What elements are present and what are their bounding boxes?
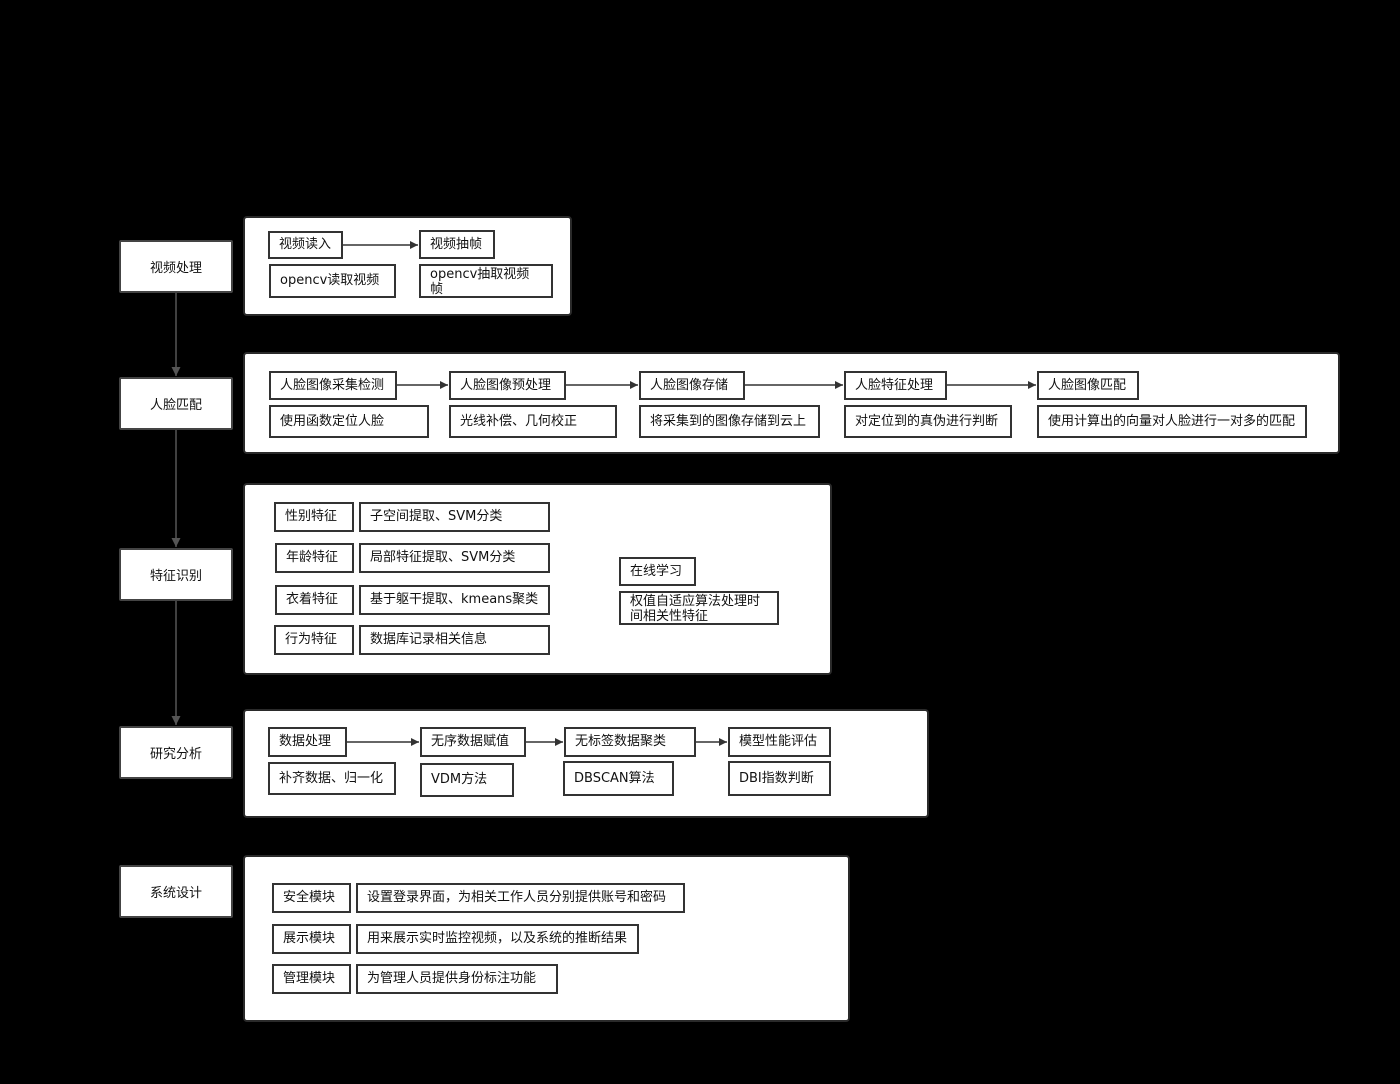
stage-feature[interactable]: 特征识别 (119, 548, 233, 601)
system-row-2-desc: 用来展示实时监控视频，以及系统的推断结果 (367, 931, 628, 946)
face-step-3-desc-box[interactable]: 将采集到的图像存储到云上 (639, 405, 820, 438)
video-frame-label: 视频抽帧 (430, 236, 483, 252)
stage-system[interactable]: 系统设计 (119, 865, 233, 918)
feature-row-3-label: 衣着特征 (286, 592, 339, 607)
online-learning-label: 在线学习 (630, 563, 683, 579)
video-frame-desc: opencv抽取视频帧 (430, 267, 530, 297)
system-row-2-desc-box[interactable]: 用来展示实时监控视频，以及系统的推断结果 (356, 924, 639, 954)
research-step-3-desc-box[interactable]: DBSCAN算法 (563, 761, 674, 796)
research-step-1-desc: 补齐数据、归一化 (279, 770, 384, 786)
online-learning-desc-box[interactable]: 权值自适应算法处理时间相关性特征 (619, 591, 779, 625)
face-step-4-label: 人脸特征处理 (855, 377, 934, 393)
face-step-4-desc: 对定位到的真伪进行判断 (855, 413, 999, 429)
stage-research-label: 研究分析 (149, 747, 202, 762)
face-step-3-desc: 将采集到的图像存储到云上 (650, 413, 807, 429)
research-step-2-desc-box[interactable]: VDM方法 (420, 763, 514, 797)
feature-row-4-label-box[interactable]: 行为特征 (274, 625, 354, 655)
system-row-3-label-box[interactable]: 管理模块 (272, 964, 351, 994)
research-step-4-label: 模型性能评估 (739, 734, 818, 749)
feature-row-1-label-box[interactable]: 性别特征 (274, 502, 354, 532)
feature-row-2-label-box[interactable]: 年龄特征 (275, 543, 354, 573)
feature-row-1-label: 性别特征 (285, 509, 338, 524)
research-step-2-label: 无序数据赋值 (431, 734, 510, 749)
feature-row-2-desc: 局部特征提取、SVM分类 (370, 550, 516, 565)
research-step-4-desc-box[interactable]: DBI指数判断 (728, 761, 831, 796)
face-step-1[interactable]: 人脸图像采集检测 (269, 371, 397, 400)
stage-video-label: 视频处理 (149, 261, 202, 276)
research-step-3-desc: DBSCAN算法 (574, 770, 655, 786)
research-step-1-desc-box[interactable]: 补齐数据、归一化 (268, 762, 396, 795)
system-row-1-label: 安全模块 (283, 890, 336, 905)
research-step-4-desc: DBI指数判断 (739, 770, 814, 786)
stage-video[interactable]: 视频处理 (119, 240, 233, 293)
face-step-1-label: 人脸图像采集检测 (280, 377, 385, 393)
face-step-5-label: 人脸图像匹配 (1048, 377, 1127, 393)
stage-research[interactable]: 研究分析 (119, 726, 233, 779)
face-step-4[interactable]: 人脸特征处理 (844, 371, 947, 400)
stage-feature-label: 特征识别 (149, 569, 202, 584)
video-read-box[interactable]: 视频读入 (268, 231, 343, 259)
feature-row-1-desc: 子空间提取、SVM分类 (370, 509, 503, 524)
face-step-5-desc-box[interactable]: 使用计算出的向量对人脸进行一对多的匹配 (1037, 405, 1307, 438)
feature-row-2-desc-box[interactable]: 局部特征提取、SVM分类 (359, 543, 550, 573)
feature-row-4-desc: 数据库记录相关信息 (370, 632, 488, 647)
online-learning-box[interactable]: 在线学习 (619, 557, 696, 586)
feature-row-1-desc-box[interactable]: 子空间提取、SVM分类 (359, 502, 550, 532)
face-step-2-desc-box[interactable]: 光线补偿、几何校正 (449, 405, 617, 438)
system-row-2-label-box[interactable]: 展示模块 (272, 924, 351, 954)
system-row-1-label-box[interactable]: 安全模块 (272, 883, 351, 913)
face-step-3[interactable]: 人脸图像存储 (639, 371, 745, 400)
research-step-4[interactable]: 模型性能评估 (728, 727, 831, 757)
system-row-1-desc-box[interactable]: 设置登录界面，为相关工作人员分别提供账号和密码 (356, 883, 685, 913)
research-step-1[interactable]: 数据处理 (268, 727, 347, 757)
research-step-3-label: 无标签数据聚类 (575, 734, 667, 749)
system-row-1-desc: 设置登录界面，为相关工作人员分别提供账号和密码 (367, 890, 667, 905)
video-frame-desc-box[interactable]: opencv抽取视频帧 (419, 264, 553, 298)
research-step-2-desc: VDM方法 (431, 772, 488, 787)
face-step-3-label: 人脸图像存储 (650, 377, 729, 393)
research-step-3[interactable]: 无标签数据聚类 (564, 727, 696, 757)
online-learning-desc: 权值自适应算法处理时间相关性特征 (630, 594, 761, 624)
system-row-3-desc-box[interactable]: 为管理人员提供身份标注功能 (356, 964, 558, 994)
feature-row-2-label: 年龄特征 (286, 550, 339, 565)
research-step-2[interactable]: 无序数据赋值 (420, 727, 526, 757)
system-row-3-desc: 为管理人员提供身份标注功能 (367, 971, 537, 986)
face-step-5-desc: 使用计算出的向量对人脸进行一对多的匹配 (1048, 413, 1296, 429)
stage-system-label: 系统设计 (149, 886, 202, 901)
face-step-1-desc-box[interactable]: 使用函数定位人脸 (269, 405, 429, 438)
stage-face[interactable]: 人脸匹配 (119, 377, 233, 430)
face-step-5[interactable]: 人脸图像匹配 (1037, 371, 1139, 400)
video-read-desc-box[interactable]: opencv读取视频 (269, 264, 396, 298)
feature-row-3-desc-box[interactable]: 基于躯干提取、kmeans聚类 (359, 585, 550, 615)
feature-row-4-desc-box[interactable]: 数据库记录相关信息 (359, 625, 550, 655)
feature-row-4-label: 行为特征 (285, 632, 338, 647)
system-row-2-label: 展示模块 (283, 931, 336, 946)
system-row-3-label: 管理模块 (283, 971, 336, 986)
video-frame-box[interactable]: 视频抽帧 (419, 230, 495, 259)
video-read-desc: opencv读取视频 (280, 273, 380, 288)
face-step-2-label: 人脸图像预处理 (460, 377, 552, 393)
stage-face-label: 人脸匹配 (149, 398, 202, 413)
face-step-2[interactable]: 人脸图像预处理 (449, 371, 566, 400)
research-step-1-label: 数据处理 (279, 734, 332, 749)
feature-row-3-label-box[interactable]: 衣着特征 (275, 585, 354, 615)
face-step-1-desc: 使用函数定位人脸 (280, 413, 385, 429)
face-step-4-desc-box[interactable]: 对定位到的真伪进行判断 (844, 405, 1012, 438)
face-step-2-desc: 光线补偿、几何校正 (460, 413, 578, 429)
video-read-label: 视频读入 (279, 237, 332, 252)
feature-row-3-desc: 基于躯干提取、kmeans聚类 (370, 592, 539, 607)
